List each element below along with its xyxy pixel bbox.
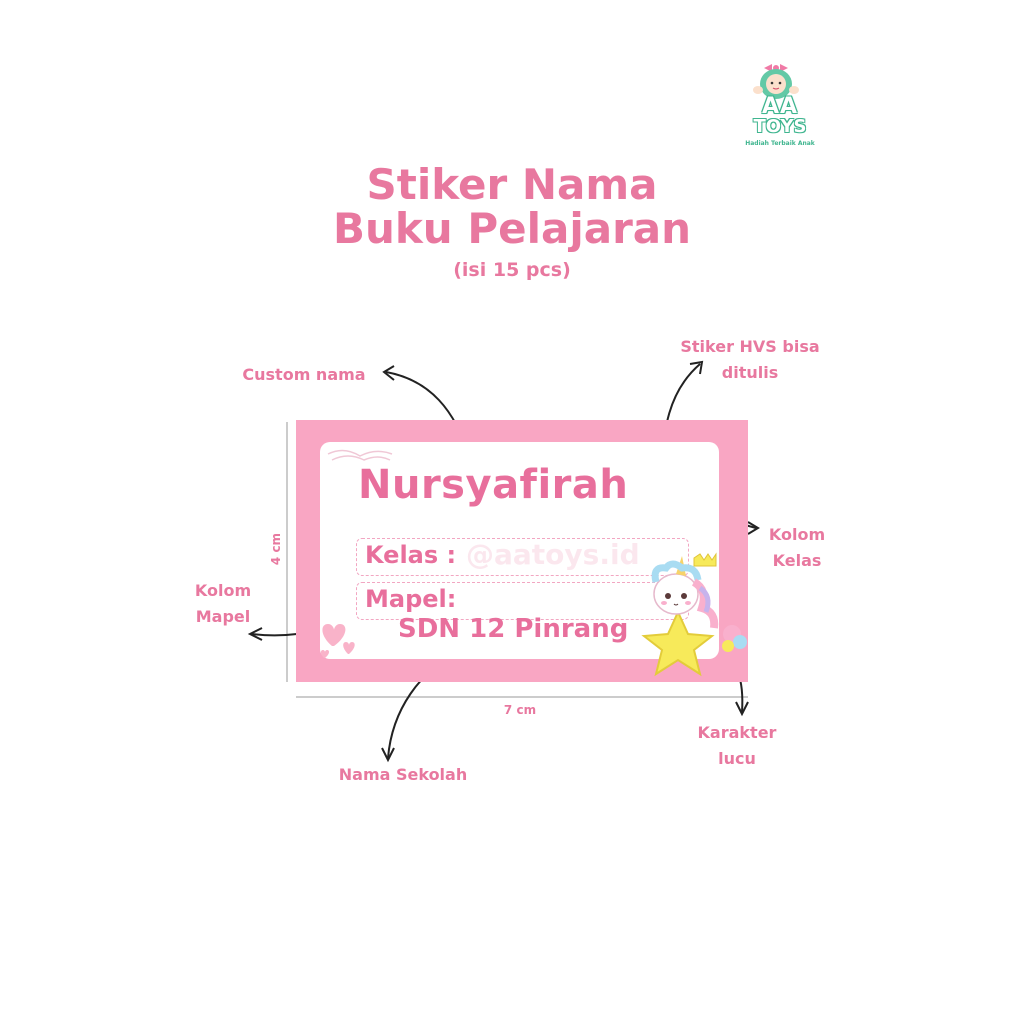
logo-word-toys: TOYS	[753, 116, 807, 137]
girl-mascot-icon	[753, 64, 799, 99]
hearts-icon	[320, 624, 355, 658]
annotation-cute-character: Karakter lucu	[682, 720, 792, 772]
annotation-hvs-line-2: ditulis	[721, 363, 779, 382]
annotation-hvs-sticker: Stiker HVS bisa ditulis	[660, 334, 840, 386]
aatoys-logo: AA TOYS Hadiah Terbaik Anak	[744, 60, 816, 160]
kelas-label: Kelas :	[365, 541, 457, 569]
sticker-name: Nursyafirah	[358, 462, 629, 508]
ribbon-decoration-icon	[327, 449, 393, 461]
annotation-custom-name: Custom nama	[242, 365, 366, 384]
annotation-karakter-line-2: lucu	[718, 749, 756, 768]
logo-tagline: Hadiah Terbaik Anak	[745, 140, 815, 147]
annotation-kelas-line-2: Kelas	[772, 551, 822, 570]
width-dimension-label: 7 cm	[503, 703, 537, 717]
height-dimension-label: 4 cm	[269, 532, 283, 566]
annotation-school-name: Nama Sekolah	[338, 765, 468, 784]
watermark: @aatoys.id	[466, 538, 640, 571]
unicorn-character-icon	[641, 552, 747, 677]
annotation-hvs-line-1: Stiker HVS bisa	[680, 337, 820, 356]
mapel-field: Mapel:	[356, 582, 689, 620]
title-line-1: Stiker Nama	[366, 160, 658, 209]
logo-word-aa: AA	[761, 94, 799, 119]
annotation-kelas-line-1: Kolom	[768, 525, 826, 544]
annotation-karakter-line-1: Karakter	[697, 723, 777, 742]
mapel-label: Mapel:	[365, 585, 457, 613]
title-line-2: Buku Pelajaran	[332, 204, 692, 253]
kelas-field: Kelas :	[356, 538, 689, 576]
name-sticker: Nursyafirah @aatoys.id Kelas : Mapel: SD…	[296, 420, 748, 682]
school-name: SDN 12 Pinrang	[398, 614, 629, 644]
title-quantity: (isi 15 pcs)	[453, 259, 571, 281]
annotation-mapel-line-2: Mapel	[195, 607, 251, 626]
sticker-writing-area: Nursyafirah @aatoys.id Kelas : Mapel: SD…	[320, 442, 719, 659]
annotation-subject-field: Kolom Mapel	[180, 578, 266, 630]
annotation-mapel-line-1: Kolom	[194, 581, 252, 600]
annotation-class-field: Kolom Kelas	[752, 522, 842, 574]
